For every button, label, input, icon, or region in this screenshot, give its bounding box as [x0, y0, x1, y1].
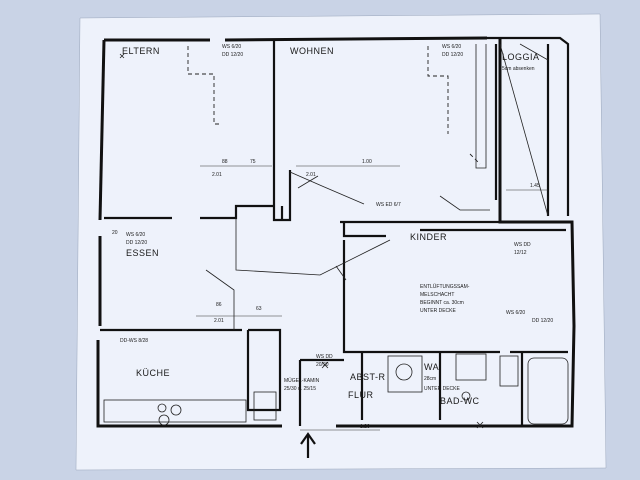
note-entlueftung-3: BEGINNT ca. 30cm: [420, 300, 464, 306]
note-essen-ws: WS 6/20: [126, 232, 145, 238]
note-kinder-ws2: WS 6/20: [506, 310, 525, 316]
entrance-arrow-icon: [300, 432, 316, 458]
note-wohnen-ws: WS 6/20: [442, 44, 461, 50]
loggia-note: 5cm absenken: [502, 66, 535, 72]
note-unter-decke: UNTER DECKE: [424, 386, 461, 392]
paper-sheet: [75, 13, 607, 471]
note-ws-top: WS ED 6/7: [376, 202, 401, 208]
dim-label-63: 63: [256, 306, 262, 312]
note-wa-sub: 28cm: [424, 376, 436, 382]
note-kinder-ws: WS DD: [514, 242, 531, 248]
circulation-lines: [187, 43, 549, 330]
note-eltern-dd: DD 12/20: [222, 52, 243, 58]
note-essen-dd: DD 12/20: [126, 240, 147, 246]
dim-label-201-b: 2.01: [306, 172, 316, 178]
dim-label-86: 86: [216, 302, 222, 308]
interior-walls: [100, 40, 568, 426]
note-flur-ws: WS DD: [316, 354, 333, 360]
note-entlueftung-2: MELSCHACHT: [420, 292, 454, 298]
dim-label-120: 1.20: [360, 424, 370, 430]
note-wa: WA: [424, 362, 439, 372]
dim-label-145: 1.45: [530, 183, 540, 189]
dim-label-100: 1.00: [362, 159, 372, 165]
note-kinder-dd2: DD 12/20: [532, 318, 553, 324]
note-entlueftung-4: UNTER DECKE: [420, 308, 457, 314]
note-flur-dd: 20/20: [316, 362, 329, 368]
room-label-wohnen: WOHNEN: [290, 46, 334, 56]
dim-label-201-a: 2.01: [212, 172, 222, 178]
room-label-kinder: KINDER: [410, 232, 447, 242]
room-label-essen: ESSEN: [126, 248, 159, 258]
note-entlueftung-1: ENTLÜFTUNGSSAM-: [420, 283, 470, 290]
kitchen-fixtures: [103, 391, 277, 426]
note-kueche-ws: DD-WS 8/28: [120, 338, 148, 344]
room-label-flur: FLUR: [348, 390, 374, 400]
room-label-eltern: ELTERN: [122, 46, 160, 56]
dim-label-75: 75: [250, 159, 256, 165]
dimension-lines: [196, 165, 548, 431]
room-label-loggia: LOGGIA: [502, 52, 540, 62]
dim-label-201-c: 2.01: [214, 318, 224, 324]
socket-symbols: [119, 53, 484, 429]
room-label-kueche: KÜCHE: [136, 368, 170, 378]
note-kamin-1: MÜGEL-KAMIN: [284, 377, 320, 384]
room-label-abst: ABST-R: [350, 372, 386, 382]
dim-label-88: 88: [222, 159, 228, 165]
note-wohnen-dd: DD 12/20: [442, 52, 463, 58]
dim-label-20: 20: [112, 230, 118, 236]
outer-walls: [96, 36, 576, 428]
note-eltern-ws: WS 6/20: [222, 44, 241, 50]
room-label-bad: BAD-WC: [440, 396, 480, 406]
note-kamin-2: 25/30 u. 25/15: [284, 386, 316, 392]
note-kinder-dd: 12/12: [514, 250, 527, 256]
bath-fixtures: [387, 353, 569, 425]
